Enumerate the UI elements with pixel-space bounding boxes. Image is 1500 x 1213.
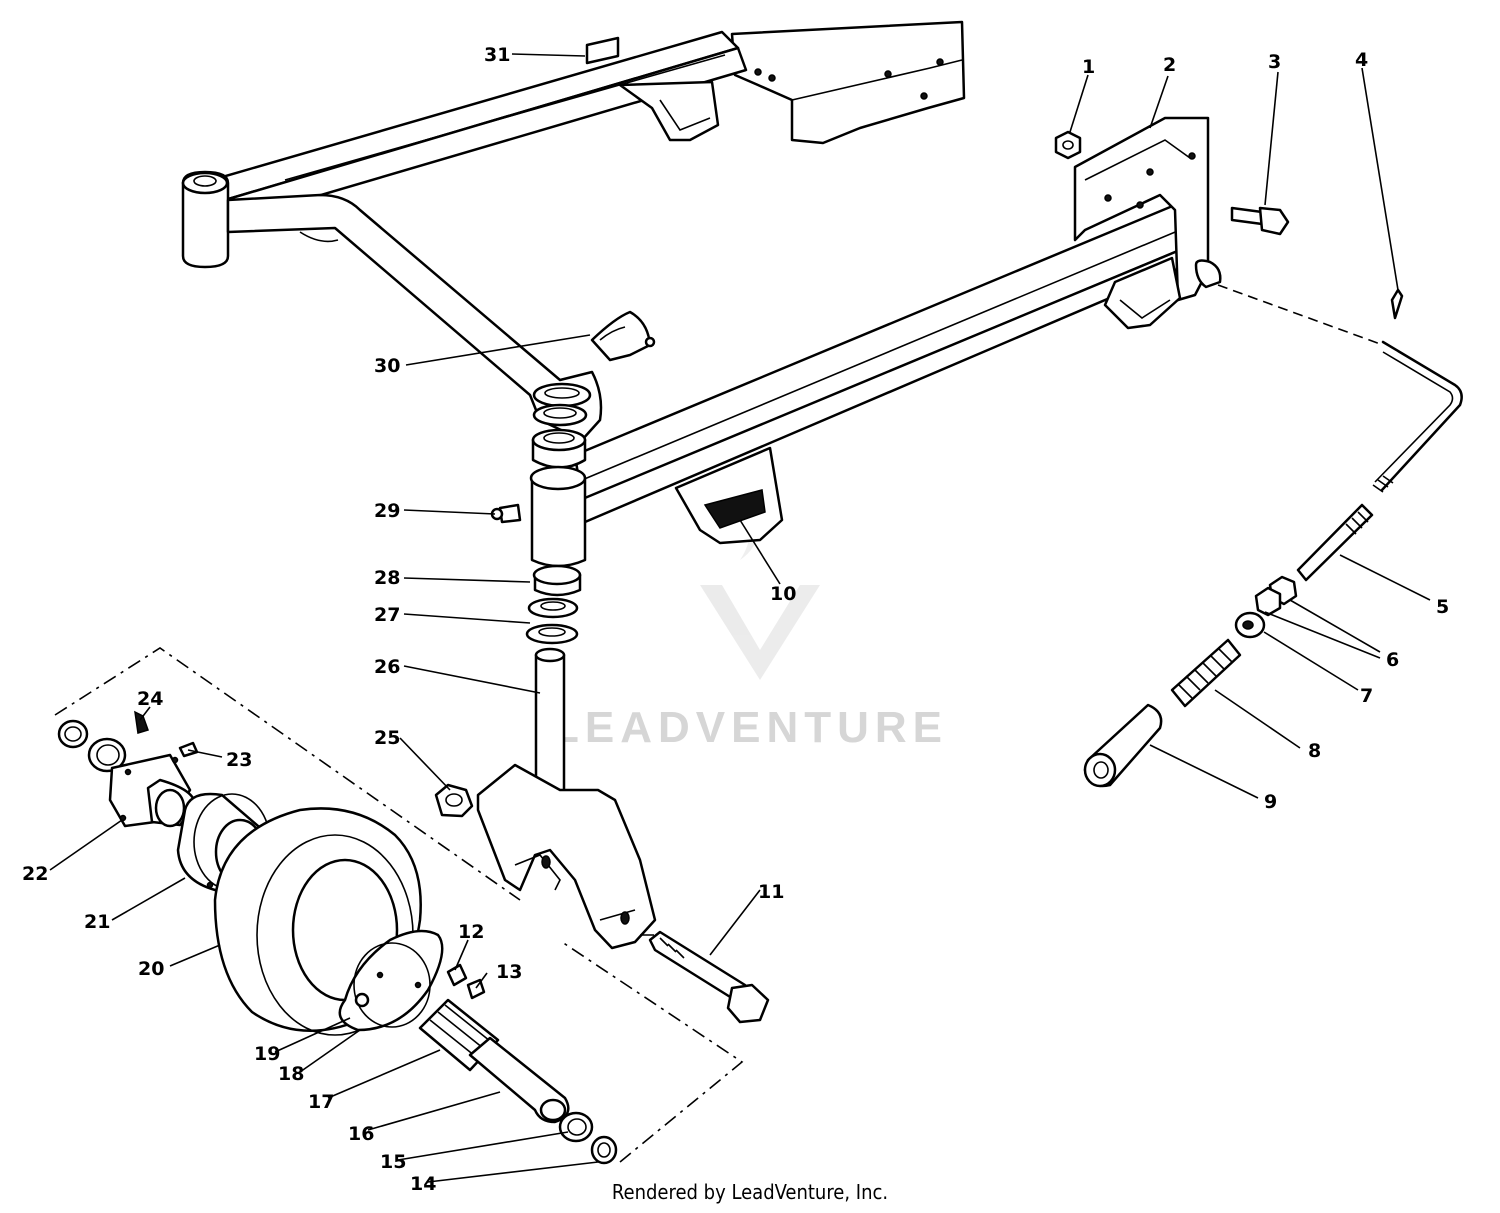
callout-5: 5: [1436, 596, 1449, 618]
callout-17: 17: [308, 1091, 334, 1113]
part-31-decal: [585, 36, 620, 65]
callout-21: 21: [84, 911, 110, 933]
callout-25: 25: [374, 727, 400, 749]
callout-1: 1: [1082, 56, 1095, 78]
callout-18: 18: [278, 1063, 304, 1085]
callout-4: 4: [1355, 49, 1368, 71]
callout-6: 6: [1386, 649, 1399, 671]
footer-credit: Rendered by LeadVenture, Inc.: [612, 1180, 888, 1204]
deck-frame: [181, 20, 1222, 545]
callout-15: 15: [380, 1151, 406, 1173]
watermark-text: LEADVENTURE: [552, 703, 948, 752]
callout-9: 9: [1264, 791, 1277, 813]
callout-16: 16: [348, 1123, 374, 1145]
callout-11: 11: [758, 881, 784, 903]
callout-14: 14: [410, 1173, 436, 1195]
axle-bolt: [648, 930, 770, 1024]
callout-30: 30: [374, 355, 400, 377]
callout-26: 26: [374, 656, 400, 678]
callout-20: 20: [138, 958, 164, 980]
callout-2: 2: [1163, 54, 1176, 76]
callout-28: 28: [374, 567, 400, 589]
callout-7: 7: [1360, 685, 1373, 707]
callout-8: 8: [1308, 740, 1321, 762]
callout-31: 31: [484, 44, 510, 66]
callout-19: 19: [254, 1043, 280, 1065]
lift-rod-assembly: [1054, 130, 1463, 788]
wheel-assembly: [54, 647, 744, 1165]
callout-3: 3: [1268, 51, 1281, 73]
watermark: LEADVENTURE: [552, 500, 948, 752]
callout-13: 13: [496, 961, 522, 983]
leader-lines: [49, 53, 1431, 1183]
callout-12: 12: [458, 921, 484, 943]
callout-29: 29: [374, 500, 400, 522]
callout-27: 27: [374, 604, 400, 626]
callout-23: 23: [226, 749, 252, 771]
callout-labels: 1 2 3 4 5 6 7 8 9 10 11 12 13 14 15 16 1…: [22, 44, 1449, 1195]
caster-stack: [434, 310, 657, 950]
callout-10: 10: [770, 583, 796, 605]
callout-24: 24: [137, 688, 163, 710]
callout-22: 22: [22, 863, 48, 885]
